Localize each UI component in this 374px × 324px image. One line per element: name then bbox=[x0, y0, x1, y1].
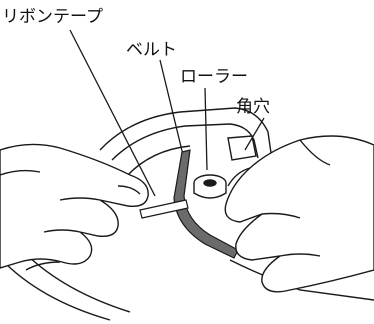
square-hole-label: 角穴 bbox=[236, 97, 270, 117]
roller-leader bbox=[204, 87, 208, 171]
hole-leader bbox=[244, 117, 265, 151]
belt-leader bbox=[159, 59, 184, 156]
right-hand bbox=[224, 135, 374, 293]
belt-label: ベルト bbox=[126, 40, 177, 60]
machine-outline bbox=[0, 107, 374, 321]
ribbon-tape-label: リボンテープ bbox=[2, 7, 103, 27]
ribbon-leader bbox=[69, 29, 156, 197]
square-hole bbox=[227, 135, 257, 161]
roller bbox=[193, 174, 227, 199]
left-hand bbox=[0, 143, 149, 271]
leader-lines bbox=[69, 29, 265, 197]
ribbon-tape bbox=[139, 199, 189, 219]
roller-label: ローラー bbox=[180, 67, 248, 87]
